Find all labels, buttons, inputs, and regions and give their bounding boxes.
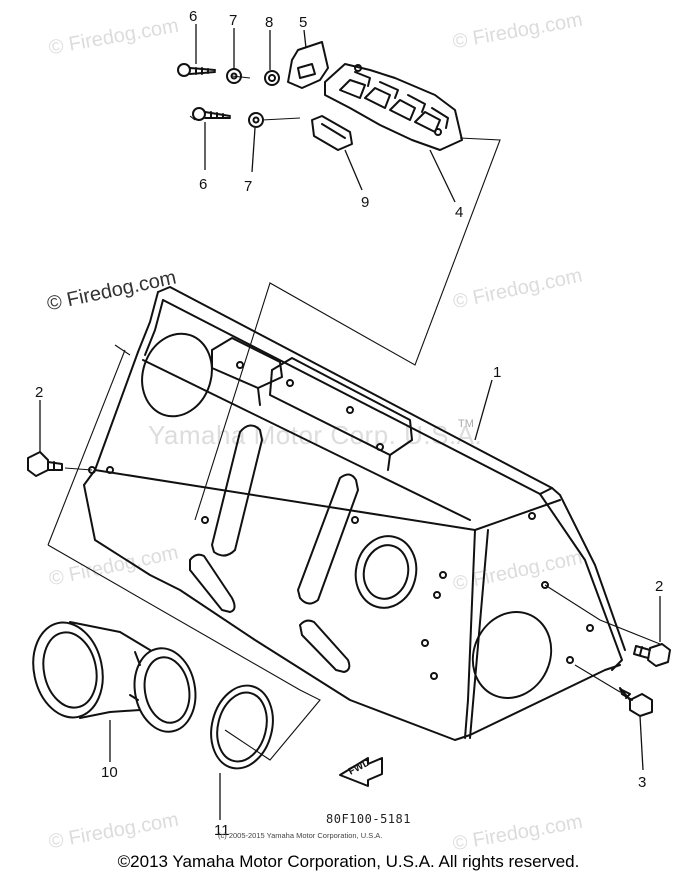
callout-4: 4 bbox=[455, 204, 464, 221]
callout-2-right: 2 bbox=[655, 578, 664, 595]
callout-7-upper: 7 bbox=[229, 12, 238, 29]
diagram-code: 80F100-5181 bbox=[326, 812, 411, 826]
grille-part-4 bbox=[324, 63, 463, 151]
fwd-arrow bbox=[339, 757, 383, 787]
callout-3: 3 bbox=[638, 774, 647, 791]
callout-6-upper: 6 bbox=[189, 8, 198, 25]
screw-part-6-lower bbox=[192, 107, 231, 121]
gasket-part-11 bbox=[210, 684, 274, 770]
inner-copyright: (c) 2005-2015 Yamaha Motor Corporation, … bbox=[218, 831, 383, 840]
callout-2-left: 2 bbox=[35, 384, 44, 401]
bolt-part-2-right bbox=[633, 643, 671, 667]
callout-11: 11 bbox=[214, 822, 230, 839]
callout-8: 8 bbox=[265, 14, 274, 31]
callout-7-lower: 7 bbox=[244, 178, 253, 195]
footer-copyright: ©2013 Yamaha Motor Corporation, U.S.A. A… bbox=[117, 852, 580, 871]
washer-part-7-lower bbox=[248, 112, 264, 128]
callout-6-lower: 6 bbox=[199, 176, 208, 193]
screw-part-6-upper bbox=[177, 63, 216, 77]
trademark-mark: TM bbox=[458, 418, 474, 430]
clip-part-9 bbox=[311, 115, 353, 151]
intake-boot-part-10 bbox=[32, 621, 197, 733]
bolt-part-3 bbox=[619, 687, 653, 717]
main-shroud-panel bbox=[83, 286, 626, 741]
callout-5: 5 bbox=[299, 14, 308, 31]
callout-9: 9 bbox=[361, 194, 370, 211]
bracket-part-5 bbox=[287, 41, 329, 89]
bolt-part-2-left bbox=[27, 451, 63, 477]
callout-1: 1 bbox=[493, 364, 502, 381]
callout-10: 10 bbox=[101, 764, 118, 781]
nut-part-8 bbox=[264, 70, 280, 86]
